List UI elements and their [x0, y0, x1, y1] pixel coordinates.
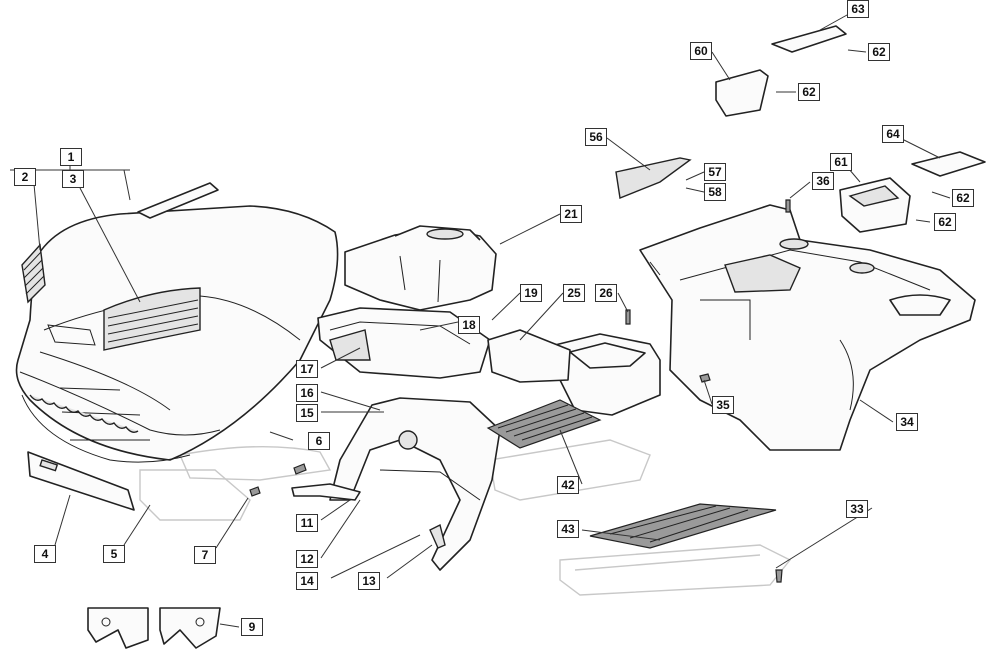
callout-17[interactable]: 17 — [296, 360, 318, 378]
callout-62-a[interactable]: 62 — [798, 83, 820, 101]
callout-63[interactable]: 63 — [847, 0, 869, 18]
callout-4[interactable]: 4 — [34, 545, 56, 563]
lid-64 — [911, 151, 986, 177]
callout-14[interactable]: 14 — [296, 572, 318, 590]
callout-16[interactable]: 16 — [296, 384, 318, 402]
callout-11[interactable]: 11 — [296, 514, 318, 532]
callout-26[interactable]: 26 — [595, 284, 617, 302]
dash-tray — [317, 307, 491, 379]
callout-33[interactable]: 33 — [846, 500, 868, 518]
seat-support-box — [487, 329, 661, 416]
footrest-mat-43 — [589, 503, 777, 549]
side-panels-9 — [87, 607, 221, 649]
callout-42[interactable]: 42 — [557, 476, 579, 494]
callout-61[interactable]: 61 — [830, 153, 852, 171]
cupholder-60 — [715, 69, 769, 117]
callout-57[interactable]: 57 — [704, 163, 726, 181]
callout-3[interactable]: 3 — [62, 170, 84, 188]
callout-21[interactable]: 21 — [560, 205, 582, 223]
callout-62-c[interactable]: 62 — [952, 189, 974, 207]
footrest-mat-42 — [486, 399, 602, 449]
callout-1[interactable]: 1 — [60, 148, 82, 166]
callout-25[interactable]: 25 — [563, 284, 585, 302]
callout-15[interactable]: 15 — [296, 404, 318, 422]
plate-4 — [27, 451, 135, 511]
callout-2[interactable]: 2 — [14, 168, 36, 186]
callout-6[interactable]: 6 — [308, 432, 330, 450]
callout-12[interactable]: 12 — [296, 550, 318, 568]
callout-7[interactable]: 7 — [194, 546, 216, 564]
rear-fender-deck — [639, 204, 976, 451]
callout-64[interactable]: 64 — [882, 125, 904, 143]
grille — [21, 243, 46, 304]
lid-63 — [771, 25, 847, 53]
callout-34[interactable]: 34 — [896, 413, 918, 431]
callout-36[interactable]: 36 — [812, 172, 834, 190]
callout-60[interactable]: 60 — [690, 42, 712, 60]
callout-13[interactable]: 13 — [358, 572, 380, 590]
box-61 — [839, 177, 911, 233]
screws — [249, 199, 791, 583]
callout-43[interactable]: 43 — [557, 520, 579, 538]
callout-5[interactable]: 5 — [103, 545, 125, 563]
headlight-vent — [103, 287, 201, 351]
callout-19[interactable]: 19 — [520, 284, 542, 302]
chassis-ghost — [139, 439, 792, 596]
callout-58[interactable]: 58 — [704, 183, 726, 201]
bracket-13 — [429, 523, 446, 549]
armrest-56 — [615, 157, 692, 199]
callout-56[interactable]: 56 — [585, 128, 607, 146]
callout-62-d[interactable]: 62 — [934, 213, 956, 231]
callout-18[interactable]: 18 — [458, 316, 480, 334]
callout-35[interactable]: 35 — [712, 396, 734, 414]
dash-panel-cover — [344, 225, 497, 311]
callout-62-b[interactable]: 62 — [868, 43, 890, 61]
callout-9[interactable]: 9 — [241, 618, 263, 636]
center-tunnel — [291, 397, 501, 571]
